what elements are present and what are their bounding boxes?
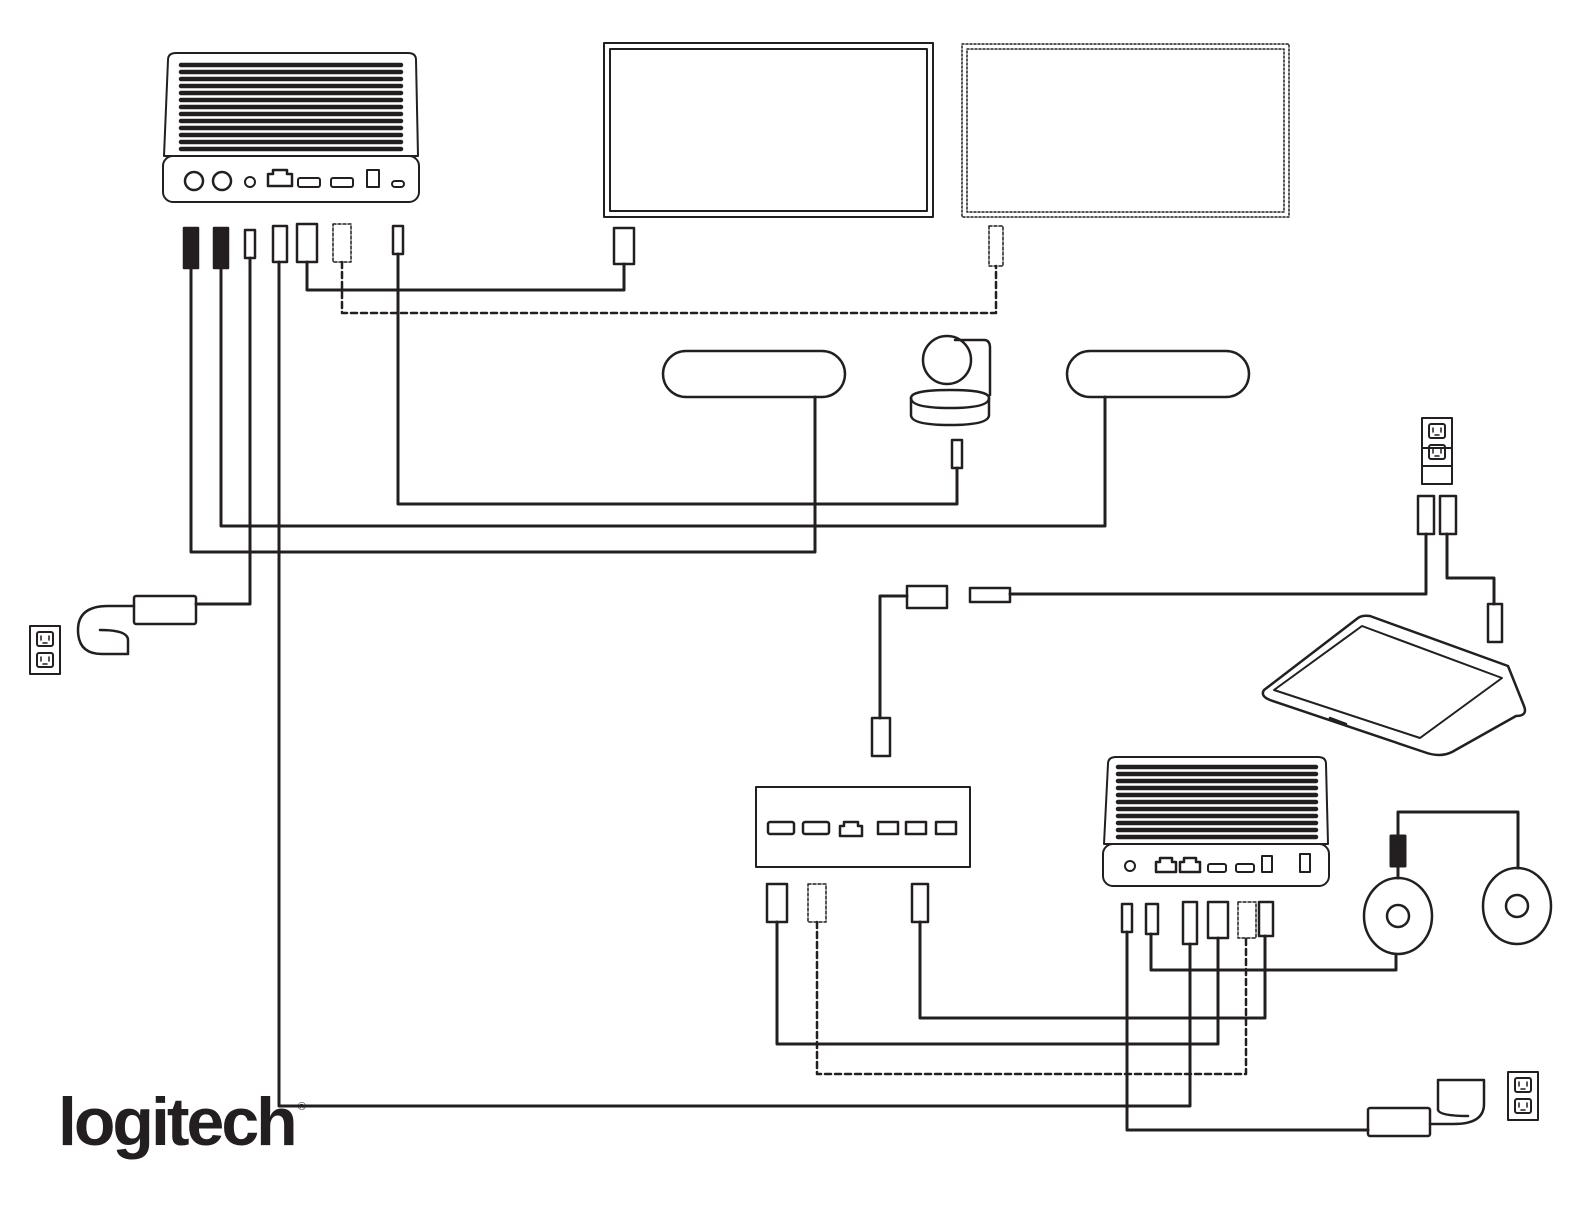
wall-outlet-secondary [1508, 1072, 1538, 1120]
display-secondary-optional [962, 44, 1289, 217]
power-adapter-primary [78, 596, 196, 654]
speaker-left [663, 351, 845, 397]
registered-mark: ® [298, 1101, 306, 1113]
mic-pod-left [1364, 878, 1432, 954]
usb-hub [756, 787, 970, 867]
wall-outlet-primary [30, 626, 60, 674]
logo-text: logitech [58, 1084, 295, 1160]
touch-controller [1263, 616, 1525, 755]
ptz-camera [911, 336, 990, 425]
speaker-right [1067, 351, 1249, 397]
wall-outlet-poe [1422, 418, 1452, 466]
mic-pod-right [1483, 868, 1551, 944]
compute-device-primary [163, 53, 419, 202]
power-adapter-secondary [1368, 1080, 1484, 1136]
display-primary [604, 43, 933, 217]
logitech-logo: logitech® [58, 1088, 303, 1156]
